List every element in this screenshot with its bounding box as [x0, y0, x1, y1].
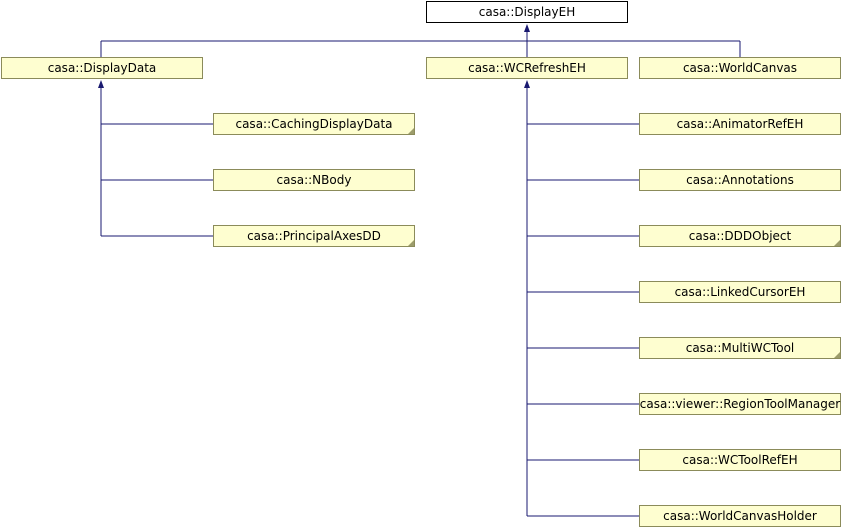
node-displaydata[interactable]: casa::DisplayData [1, 57, 203, 79]
node-label: casa::viewer::RegionToolManager [639, 397, 841, 411]
node-wctoolrefeh[interactable]: casa::WCToolRefEH [639, 449, 841, 471]
folded-corner-icon [834, 240, 840, 246]
node-annotations[interactable]: casa::Annotations [639, 169, 841, 191]
node-label: casa::WorldCanvas [682, 61, 798, 75]
node-label: casa::CachingDisplayData [235, 117, 393, 131]
node-nbody[interactable]: casa::NBody [213, 169, 415, 191]
folded-corner-icon [408, 240, 414, 246]
node-worldcanvasholder[interactable]: casa::WorldCanvasHolder [639, 505, 841, 527]
node-label: casa::WCToolRefEH [682, 453, 798, 467]
node-label: casa::DDDObject [688, 229, 792, 243]
node-label: casa::Annotations [686, 173, 794, 187]
arrowhead-icon [98, 80, 104, 88]
node-label: casa::MultiWCTool [685, 341, 795, 355]
folded-corner-icon [834, 352, 840, 358]
node-linkedcursoreh[interactable]: casa::LinkedCursorEH [639, 281, 841, 303]
node-label: casa::PrincipalAxesDD [247, 229, 381, 243]
node-cachingdisplaydata[interactable]: casa::CachingDisplayData [213, 113, 415, 135]
node-regiontoolmanager[interactable]: casa::viewer::RegionToolManager [639, 393, 841, 415]
node-label: casa::WCRefreshEH [468, 61, 586, 75]
node-dddobject[interactable]: casa::DDDObject [639, 225, 841, 247]
node-label: casa::AnimatorRefEH [676, 117, 804, 131]
node-label: casa::WorldCanvasHolder [663, 509, 817, 523]
node-label: casa::NBody [276, 173, 352, 187]
node-label: casa::DisplayData [47, 61, 157, 75]
node-wcrefresheh[interactable]: casa::WCRefreshEH [426, 57, 628, 79]
folded-corner-icon [408, 128, 414, 134]
node-label: casa::DisplayEH [478, 5, 576, 19]
node-worldcanvas[interactable]: casa::WorldCanvas [639, 57, 841, 79]
node-label: casa::LinkedCursorEH [674, 285, 806, 299]
arrowhead-icon [524, 24, 530, 32]
node-displayeh: casa::DisplayEH [426, 1, 628, 23]
node-animatorrefeh[interactable]: casa::AnimatorRefEH [639, 113, 841, 135]
node-multiwctool[interactable]: casa::MultiWCTool [639, 337, 841, 359]
arrowhead-icon [524, 80, 530, 88]
node-principalaxesdd[interactable]: casa::PrincipalAxesDD [213, 225, 415, 247]
